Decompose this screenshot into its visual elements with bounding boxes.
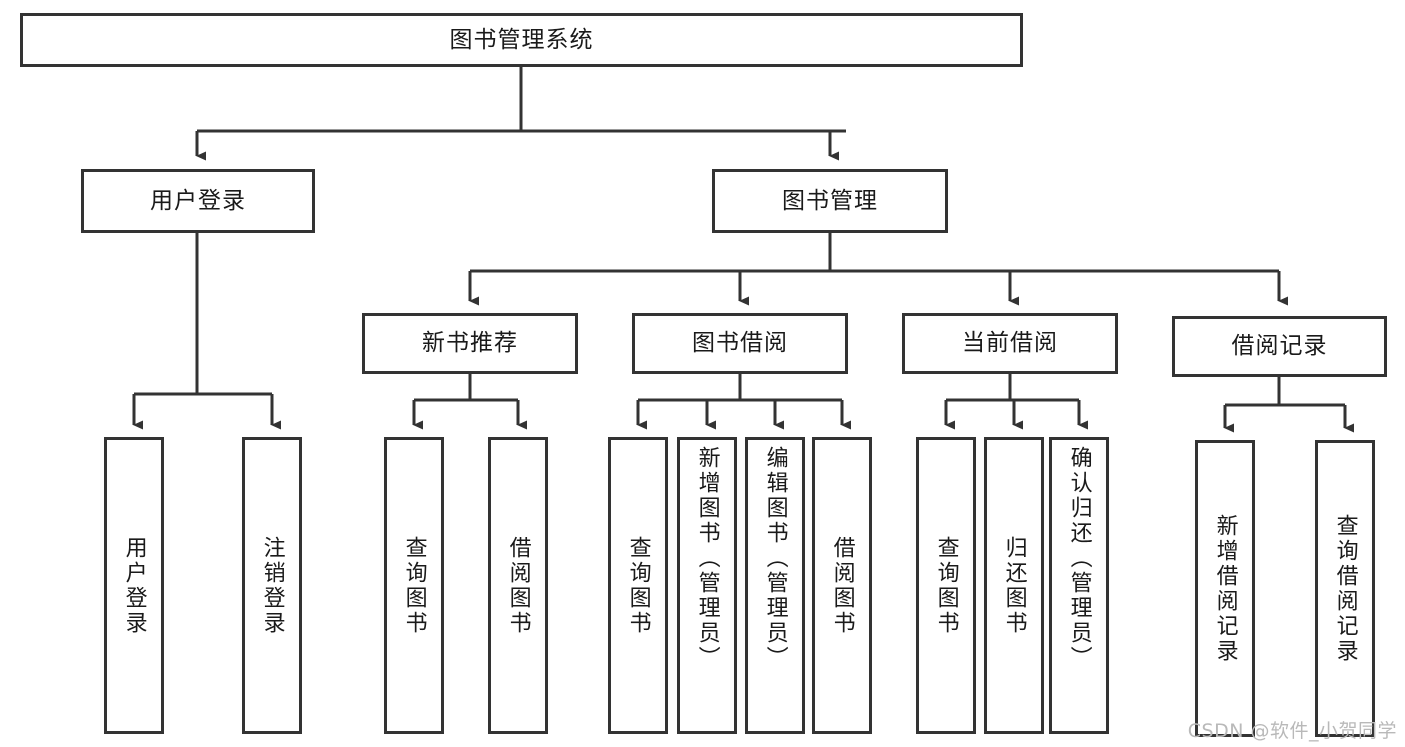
leaf-new-book-query-book[interactable]: 查询图书 bbox=[384, 437, 444, 734]
leaf-new-book-borrow-book[interactable]: 借阅图书 bbox=[488, 437, 548, 734]
leaf-borrow-record-query-record[interactable]: 查询借阅记录 bbox=[1315, 440, 1375, 737]
node-label: 用户登录 bbox=[121, 535, 147, 636]
node-label: 归还图书 bbox=[1001, 535, 1027, 636]
csdn-watermark: CSDN @软件_小贺同学 bbox=[1187, 720, 1397, 742]
node-label: 查询图书 bbox=[401, 535, 427, 636]
node-label: 借阅图书 bbox=[829, 535, 855, 636]
node-book-borrow[interactable]: 图书借阅 bbox=[632, 313, 848, 374]
node-label: 新增借阅记录 bbox=[1212, 513, 1238, 664]
node-label: 查询图书 bbox=[933, 535, 959, 636]
node-label: 图书借阅 bbox=[692, 330, 788, 357]
node-user-login[interactable]: 用户登录 bbox=[81, 169, 315, 233]
node-book-management[interactable]: 图书管理 bbox=[712, 169, 948, 233]
node-new-book-recommend[interactable]: 新书推荐 bbox=[362, 313, 578, 374]
node-label: 借阅图书 bbox=[505, 535, 531, 636]
leaf-user-login-login[interactable]: 用户登录 bbox=[104, 437, 164, 734]
node-label: 新书推荐 bbox=[422, 330, 518, 357]
node-label: 编辑图书（管理员） bbox=[762, 446, 788, 671]
leaf-book-borrow-query-book[interactable]: 查询图书 bbox=[608, 437, 668, 734]
node-label: 借阅记录 bbox=[1231, 333, 1328, 360]
leaf-current-borrow-query-book[interactable]: 查询图书 bbox=[916, 437, 976, 734]
node-borrow-record[interactable]: 借阅记录 bbox=[1172, 316, 1387, 377]
node-label: 图书管理系统 bbox=[449, 26, 594, 53]
leaf-book-borrow-add-book-admin[interactable]: 新增图书（管理员） bbox=[677, 437, 737, 734]
leaf-book-borrow-borrow-book[interactable]: 借阅图书 bbox=[812, 437, 872, 734]
leaf-borrow-record-add-record[interactable]: 新增借阅记录 bbox=[1195, 440, 1255, 737]
leaf-book-borrow-edit-book-admin[interactable]: 编辑图书（管理员） bbox=[745, 437, 805, 734]
leaf-current-borrow-return-book[interactable]: 归还图书 bbox=[984, 437, 1044, 734]
node-label: 确认归还（管理员） bbox=[1066, 446, 1092, 671]
leaf-current-borrow-confirm-return-admin[interactable]: 确认归还（管理员） bbox=[1049, 437, 1109, 734]
node-label: 图书管理 bbox=[782, 187, 878, 214]
node-current-borrow[interactable]: 当前借阅 bbox=[902, 313, 1118, 374]
node-root-book-management-system[interactable]: 图书管理系统 bbox=[20, 13, 1023, 67]
leaf-user-login-logout[interactable]: 注销登录 bbox=[242, 437, 302, 734]
node-label: 注销登录 bbox=[259, 535, 285, 636]
node-label: 当前借阅 bbox=[962, 330, 1058, 357]
node-label: 新增图书（管理员） bbox=[694, 446, 720, 671]
node-label: 查询图书 bbox=[625, 535, 651, 636]
node-label: 查询借阅记录 bbox=[1332, 513, 1358, 664]
node-label: 用户登录 bbox=[150, 187, 246, 214]
